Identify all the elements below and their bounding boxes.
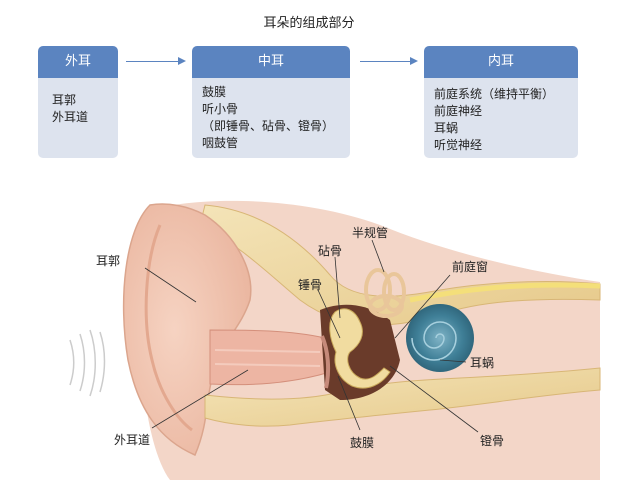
label-auricle: 耳郭 (96, 254, 121, 268)
label-eardrum: 鼓膜 (350, 436, 375, 450)
inner-ear-panel: 内耳 前庭系统（维持平衡） 前庭神经 耳蜗 听觉神经 (424, 46, 578, 158)
label-oval-window: 前庭窗 (452, 260, 489, 274)
middle-ear-header: 中耳 (192, 46, 350, 78)
ear-canal (209, 329, 331, 386)
cochlea-shape (406, 304, 474, 372)
label-semicircular-canals: 半规管 (352, 226, 389, 240)
outer-ear-item: 外耳道 (52, 110, 89, 124)
middle-to-inner-arrow (360, 57, 418, 65)
outer-to-middle-arrow (126, 57, 186, 65)
middle-ear-item: 鼓膜 (202, 85, 227, 99)
temporal-bone (199, 204, 601, 326)
label-incus: 砧骨 (318, 244, 343, 258)
inner-ear-item: 前庭系统（维持平衡） (434, 87, 555, 101)
semicircular-canals (364, 268, 406, 318)
middle-ear-panel: 中耳 鼓膜 听小骨 （即锤骨、砧骨、镫骨） 咽鼓管 (192, 46, 350, 158)
inner-ear-item: 前庭神经 (434, 104, 483, 118)
label-cochlea: 耳蜗 (470, 356, 495, 370)
middle-ear-item: 咽鼓管 (202, 136, 239, 150)
inner-ear-list: 前庭系统（维持平衡） 前庭神经 耳蜗 听觉神经 (424, 78, 578, 158)
ossicles (329, 308, 391, 389)
middle-ear-item: （即锤骨、砧骨、镫骨） (202, 119, 335, 133)
outer-ear-panel: 外耳 耳郭 外耳道 (38, 46, 118, 158)
outer-ear-item: 耳郭 (52, 93, 77, 107)
label-stapes: 镫骨 (480, 434, 505, 448)
label-ear-canal: 外耳道 (114, 433, 151, 447)
auricle-fold (144, 224, 193, 432)
middle-ear-item: 听小骨 (202, 102, 239, 116)
nerve (409, 282, 601, 303)
inner-ear-header: 内耳 (424, 46, 578, 78)
inner-ear-item: 听觉神经 (434, 138, 483, 152)
leader-lines (144, 239, 479, 433)
eardrum-membrane (320, 335, 331, 389)
sound-waves (69, 329, 106, 397)
auricle-shape (122, 203, 252, 456)
outer-ear-header: 外耳 (38, 46, 118, 78)
inner-ear-item: 耳蜗 (434, 121, 459, 135)
diagram-title: 耳朵的组成部分 (263, 16, 355, 31)
outer-ear-list: 耳郭 外耳道 (38, 78, 118, 158)
middle-ear-list: 鼓膜 听小骨 （即锤骨、砧骨、镫骨） 咽鼓管 (192, 78, 350, 158)
label-malleus: 锤骨 (298, 278, 323, 292)
